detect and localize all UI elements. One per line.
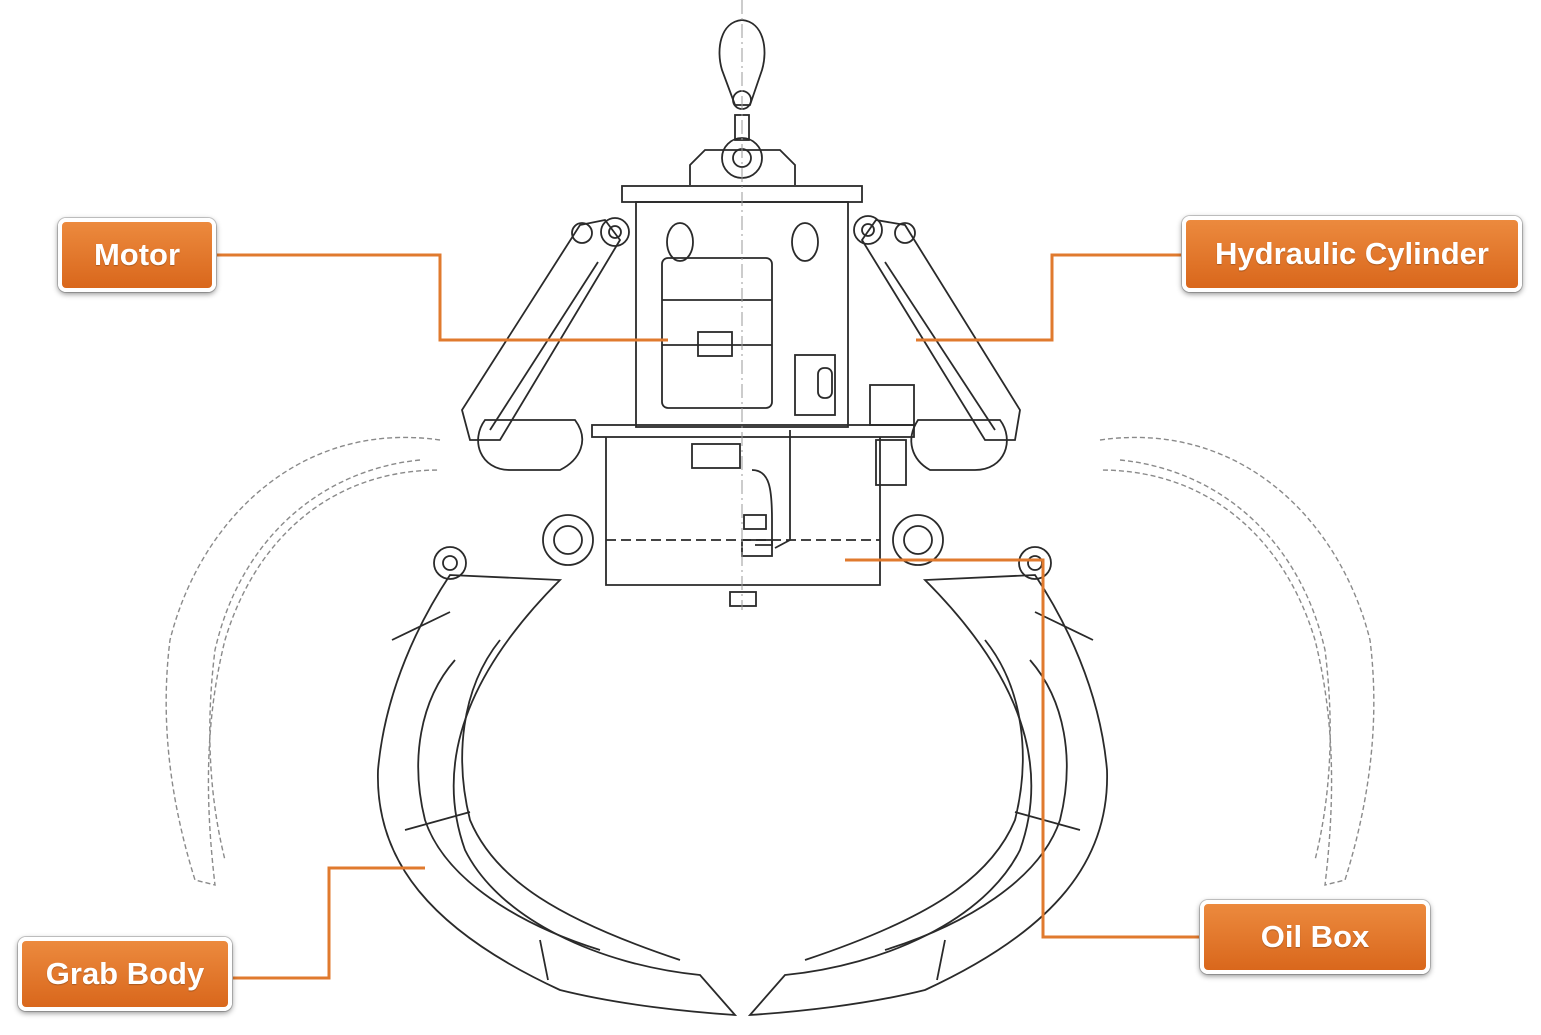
oil-box-label: Oil Box bbox=[1200, 900, 1430, 974]
hydraulic-cylinder-label: Hydraulic Cylinder bbox=[1182, 216, 1522, 292]
left-cylinder bbox=[461, 219, 622, 441]
grab-mechanism bbox=[377, 19, 1108, 1017]
motor-label: Motor bbox=[58, 218, 216, 292]
oil-box bbox=[605, 437, 881, 586]
right-cylinder bbox=[860, 219, 1021, 441]
ghost-open-tines bbox=[165, 436, 1375, 886]
grab-body-leader-line bbox=[232, 866, 425, 980]
oil-box-leader-line bbox=[845, 558, 1200, 939]
left-grab-tine bbox=[377, 574, 738, 1017]
motor-body bbox=[661, 257, 773, 409]
motor-leader-line bbox=[216, 253, 668, 342]
grab-body-label: Grab Body bbox=[18, 937, 232, 1011]
right-grab-tine bbox=[747, 574, 1108, 1017]
hydraulic-cylinder-leader-line bbox=[916, 253, 1186, 342]
base-plate bbox=[591, 424, 915, 438]
leader-lines bbox=[216, 253, 1200, 980]
